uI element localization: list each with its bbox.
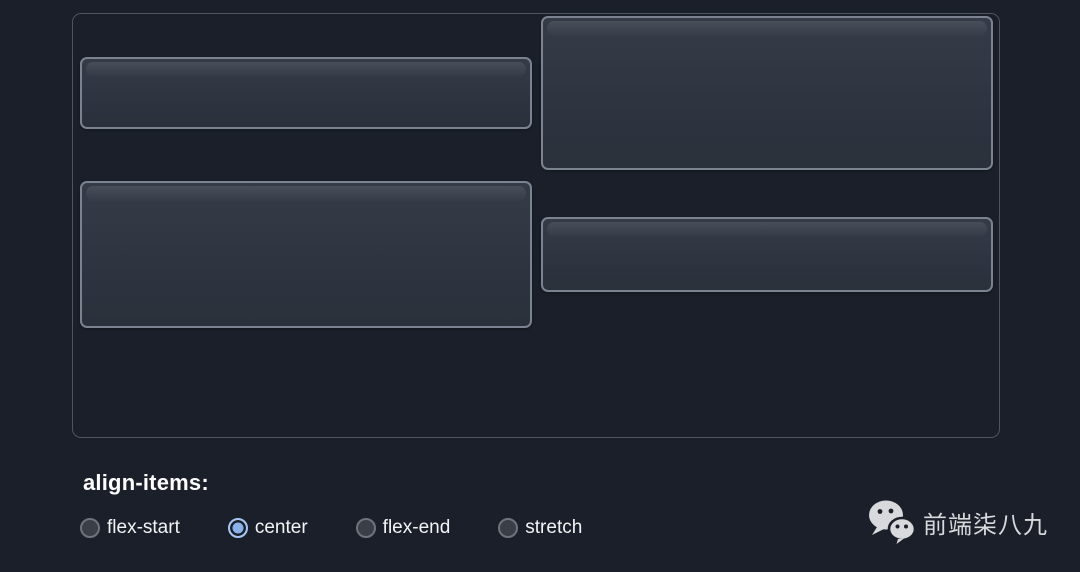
flex-item-2: [541, 16, 993, 170]
radio-option-label: stretch: [525, 517, 583, 538]
flex-demo-container: [72, 13, 1000, 438]
radio-button-icon[interactable]: [80, 518, 100, 538]
flex-item-1: [80, 57, 532, 129]
flex-item-4: [541, 217, 993, 292]
radio-button-icon[interactable]: [498, 518, 519, 538]
radio-option-flex-start[interactable]: flex-start: [80, 517, 180, 539]
align-items-label: align-items:: [83, 470, 209, 495]
flex-line-1: [80, 16, 993, 170]
radio-option-center[interactable]: center: [227, 517, 308, 539]
radio-button-icon[interactable]: [355, 518, 376, 538]
radio-button-icon[interactable]: [227, 518, 248, 538]
wechat-logo-icon: [867, 499, 915, 545]
flex-line-2: [80, 181, 993, 328]
radio-option-label: flex-end: [382, 517, 451, 538]
watermark: 前端柒八九: [867, 499, 1048, 545]
watermark-text: 前端柒八九: [923, 511, 1048, 539]
align-items-radio-group: flex-start center flex-end stretch: [80, 517, 582, 539]
radio-option-label: flex-start: [107, 517, 180, 538]
radio-option-stretch[interactable]: stretch: [498, 517, 582, 539]
radio-option-label: center: [254, 517, 308, 538]
flex-item-3: [80, 181, 532, 328]
radio-option-flex-end[interactable]: flex-end: [355, 517, 451, 539]
